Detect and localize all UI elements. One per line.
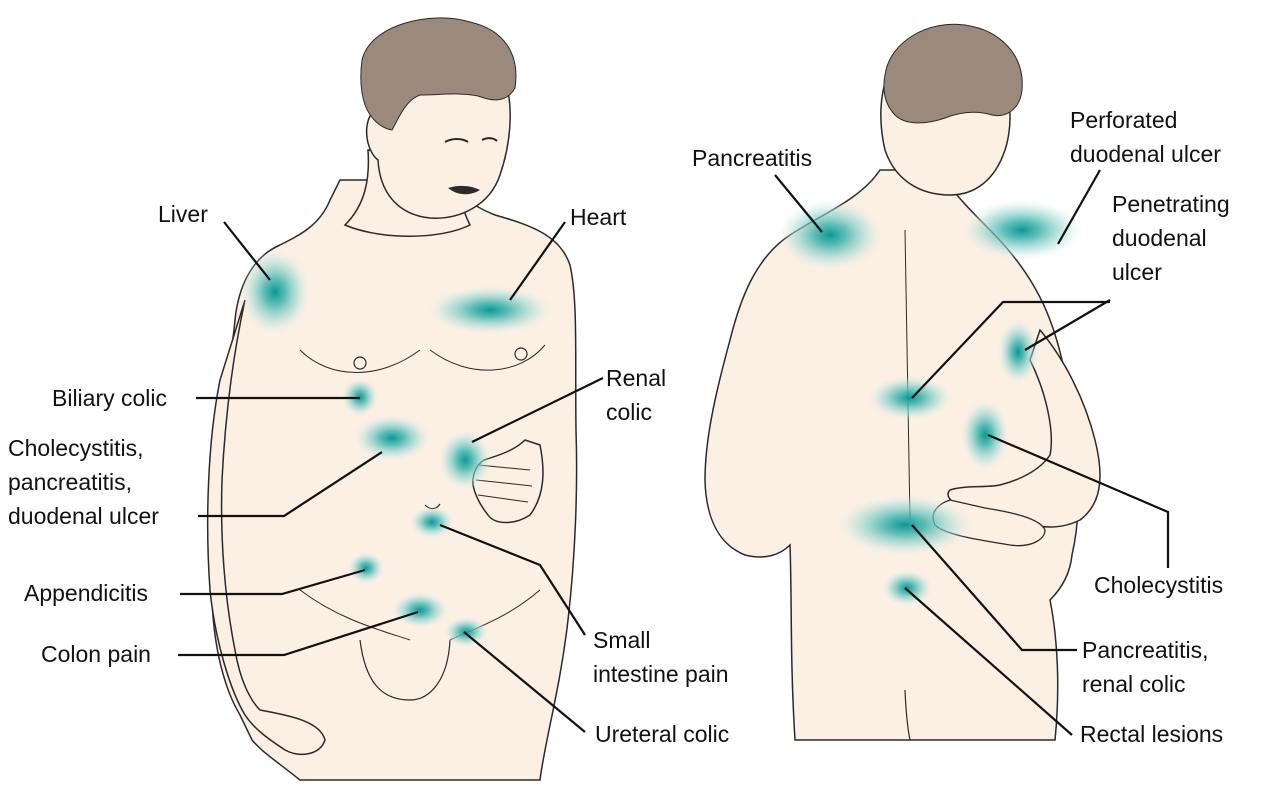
back-body [704,169,1080,741]
leader-penetrating-ulcer [1024,299,1111,351]
pain-area-penetrating-duodenal-ulcer [998,320,1038,384]
label-cholecystitis-group: Cholecystitis, pancreatitis, duodenal ul… [8,435,159,529]
pain-area-colon [392,592,448,628]
front-eye-left [444,138,469,143]
label-heart: Heart [570,204,627,230]
front-hair [360,17,517,131]
back-pain-areas [778,200,1082,606]
label-rectal-lesions: Rectal lesions [1080,721,1224,747]
pain-area-pancreatitis-shoulder [778,200,882,270]
leader-ureteral-colic [463,631,586,733]
label-perforated-duodenal-ulcer: Perforated duodenal ulcer [1070,107,1221,167]
pain-area-rectal-lesions [882,570,932,606]
label-small-intestine-pain: Small intestine pain [593,627,729,687]
pain-area-heart [428,286,552,334]
pain-area-cholecystitis [354,415,430,461]
leader-appendicitis [180,568,366,596]
leader-penetrating-ulcer-2 [911,300,1110,399]
front-nipple-left [353,356,367,370]
leader-heart [509,221,566,301]
pain-area-renal-colic [439,430,491,490]
label-appendicitis: Appendicitis [24,580,149,606]
leader-renal-colic [471,377,604,443]
front-mouth [448,185,480,195]
back-figure [704,23,1101,741]
leader-colon [178,610,419,657]
front-groin [359,639,451,701]
label-pancreatitis-renal-colic: Pancreatitis, renal colic [1082,637,1209,697]
label-biliary-colic: Biliary colic [52,385,168,411]
label-pancreatitis: Pancreatitis [692,145,813,171]
front-nipple-right [514,347,528,361]
leader-pancreatitis-renal [911,524,1077,652]
leader-cholecystitis-back [987,433,1170,568]
pain-area-mid-back [868,376,952,420]
pain-area-cholecystitis-back [961,400,1009,470]
leader-pancreatitis [774,174,823,233]
pain-area-liver [240,250,310,334]
pain-area-ureteral-colic [444,617,488,647]
label-cholecystitis-back: Cholecystitis [1094,572,1224,598]
leader-rectal-lesions [904,587,1073,736]
front-eye-right [481,137,498,142]
label-ureteral-colic: Ureteral colic [595,721,730,747]
label-renal-colic: Renal colic [606,365,667,425]
front-left-arm [206,299,326,756]
front-chest-lines [299,344,546,373]
leader-cholecystitis [198,451,383,518]
label-penetrating-duodenal-ulcer: Penetrating duodenal ulcer [1112,191,1230,285]
leader-lines [178,169,1170,736]
pain-area-small-intestine [410,506,454,538]
pain-area-pancreatitis-renal [837,495,973,555]
label-liver: Liver [158,201,208,227]
back-hair [883,23,1023,124]
leader-perforated-ulcer [1057,169,1101,245]
pain-area-perforated-duodenal-ulcer [962,200,1082,260]
label-colon-pain: Colon pain [41,641,151,667]
back-buttock-cleft [904,689,911,741]
pain-area-appendicitis [348,552,384,584]
leader-liver [223,221,271,281]
leader-small-intestine [439,523,586,636]
